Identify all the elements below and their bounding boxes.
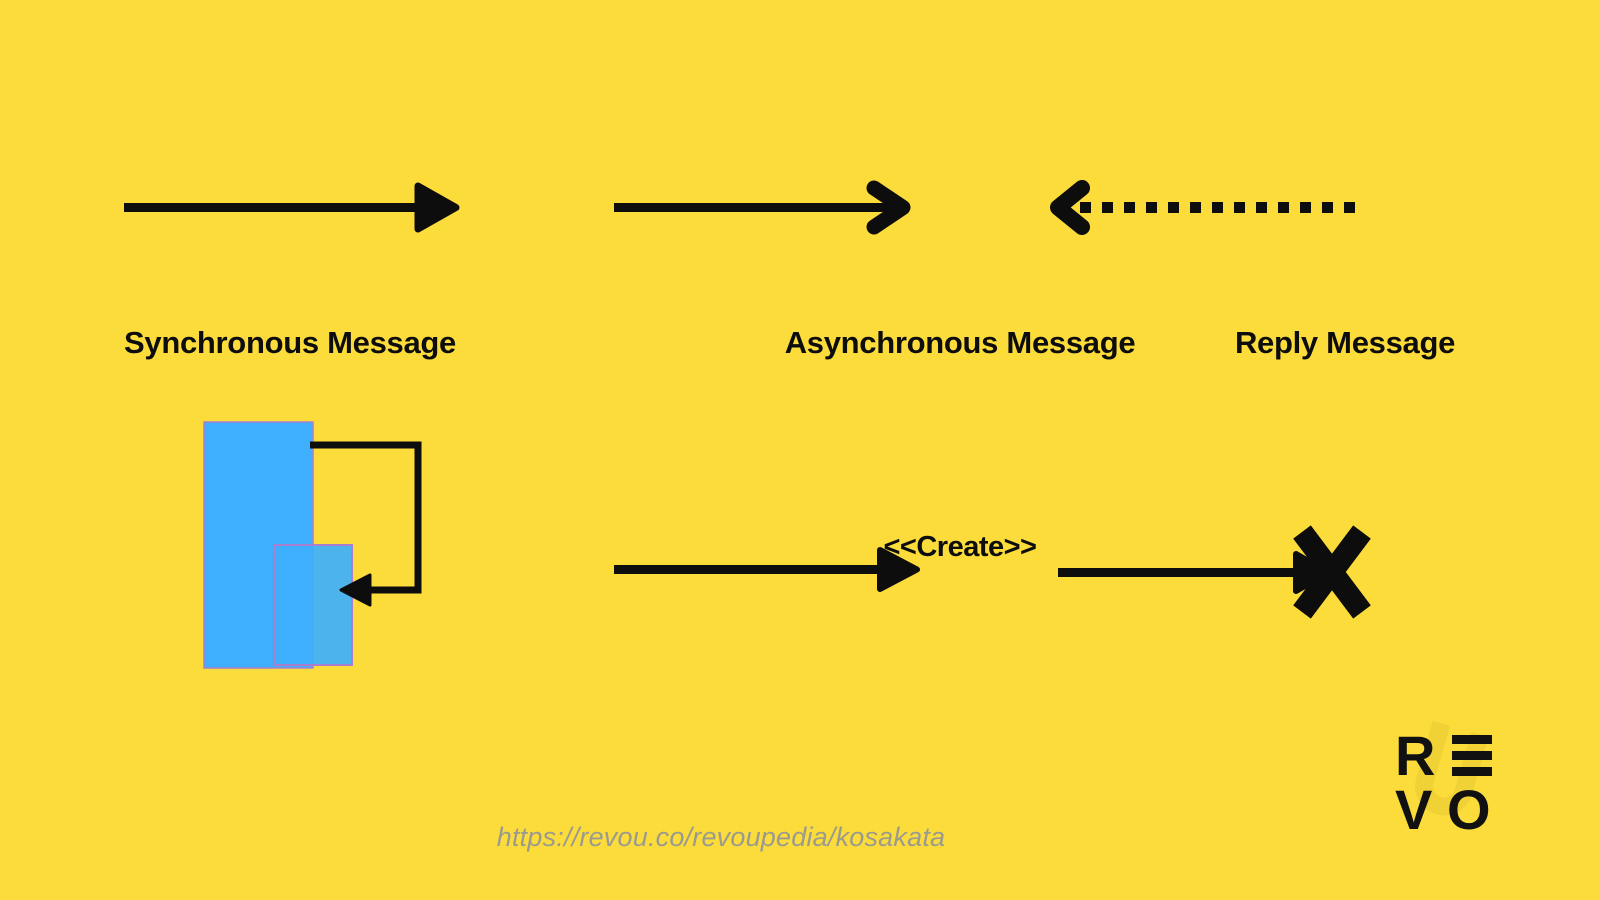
arrow-head-filled-triangle [339,573,372,607]
arrow-head-open-chevron [1050,180,1090,235]
logo-letter-v: V [1395,778,1432,838]
arrow-head-filled-triangle [877,547,920,592]
legend-item-reply-message: Reply Message [1050,0,1600,400]
destruction-marker-x-icon [1293,525,1371,619]
legend-item-delete-message: Delete Message [1050,360,1600,760]
asynchronous-message-arrow-graphic [614,180,911,235]
legend-item-create-message: <<Create>> Create Message [570,360,1350,760]
synchronous-message-arrow-graphic [124,182,460,233]
legend-label-reply-message: Reply Message [1234,325,1456,360]
arrow-shaft [614,565,904,574]
arrow-shaft [124,203,426,212]
legend-item-asynchronous-message: Asynchronous Message [570,0,1350,400]
reply-message-arrow-graphic [1050,180,1355,235]
arrow-head-filled-triangle [414,182,460,233]
logo-letter-r: R [1395,724,1435,787]
legend-item-self-message: Self-message [0,360,545,760]
revou-logo: R V O [1395,720,1492,838]
activation-bar-nested [273,544,353,666]
legend-item-synchronous-message: Synchronous Message [0,0,580,400]
logo-letter-e [1452,735,1492,776]
legend-label-synchronous-message: Synchronous Message [124,325,456,360]
self-message-loop-line [310,441,422,594]
create-message-stereotype-label: <<Create>> [883,531,1037,563]
arrow-shaft [1058,568,1308,577]
legend-label-asynchronous-message: Asynchronous Message [784,325,1136,360]
arrow-shaft [614,203,904,212]
arrow-head-open-chevron [866,180,911,235]
self-message-graphic [203,421,422,669]
logo-letter-o: O [1447,778,1491,838]
create-message-arrow-graphic [614,547,920,592]
logo-backdrop-u-shape [1415,720,1489,816]
delete-message-arrow-graphic [1058,525,1371,619]
source-url-watermark: https://revou.co/revoupedia/kosakata [496,822,946,852]
